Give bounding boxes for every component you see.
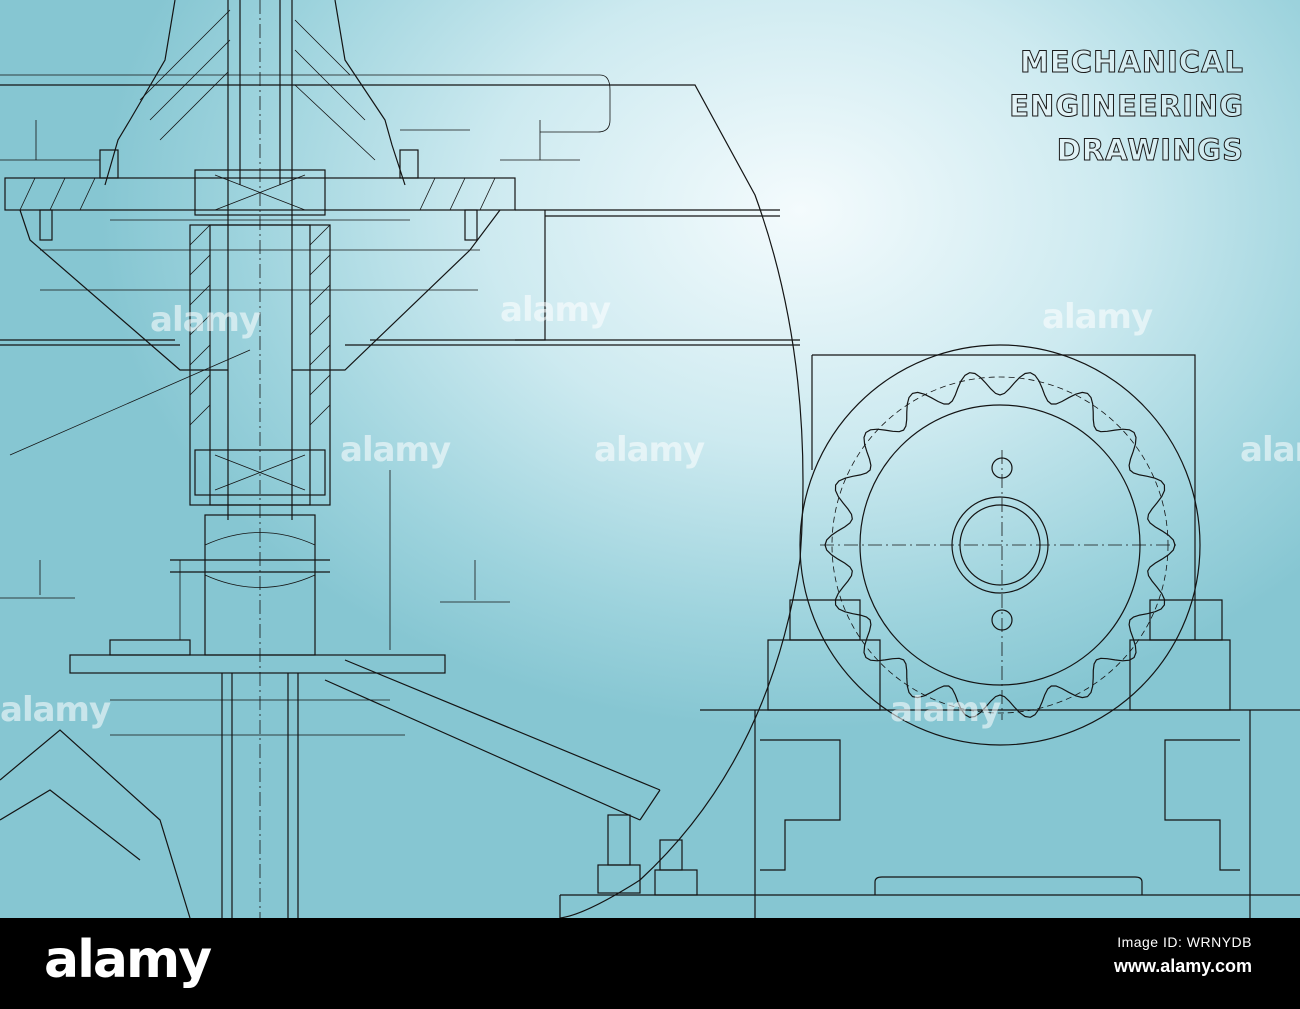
watermark-text: alamy xyxy=(0,690,111,730)
watermark-text: alamy xyxy=(1240,430,1300,470)
watermark-text: alamy xyxy=(500,290,611,330)
sprocket-teeth xyxy=(824,372,1176,718)
title-line-1: MECHANICAL xyxy=(1020,45,1244,80)
title-block: MECHANICAL ENGINEERING DRAWINGS xyxy=(1009,40,1244,172)
drawing-lines xyxy=(0,0,1300,918)
watermark-text: alamy xyxy=(150,300,261,340)
image-id-label: Image ID: WRNYDB xyxy=(1117,934,1252,950)
watermark-text: alamy xyxy=(890,690,1001,730)
watermark-text: alamy xyxy=(594,430,705,470)
title-line-2: ENGINEERING xyxy=(1009,89,1244,124)
engineering-drawing: alamy alamy alamy alamy alamy alamy alam… xyxy=(0,0,1300,918)
site-url-link[interactable]: www.alamy.com xyxy=(1113,956,1252,976)
footer-meta: Image ID: WRNYDB www.alamy.com xyxy=(1114,934,1252,977)
title-line-3: DRAWINGS xyxy=(1056,133,1244,168)
watermark-text: alamy xyxy=(1042,297,1153,337)
watermark-text: alamy xyxy=(340,430,451,470)
footer-bar: alamy Image ID: WRNYDB www.alamy.com xyxy=(0,918,1300,1009)
footer-logo: alamy xyxy=(44,930,212,990)
